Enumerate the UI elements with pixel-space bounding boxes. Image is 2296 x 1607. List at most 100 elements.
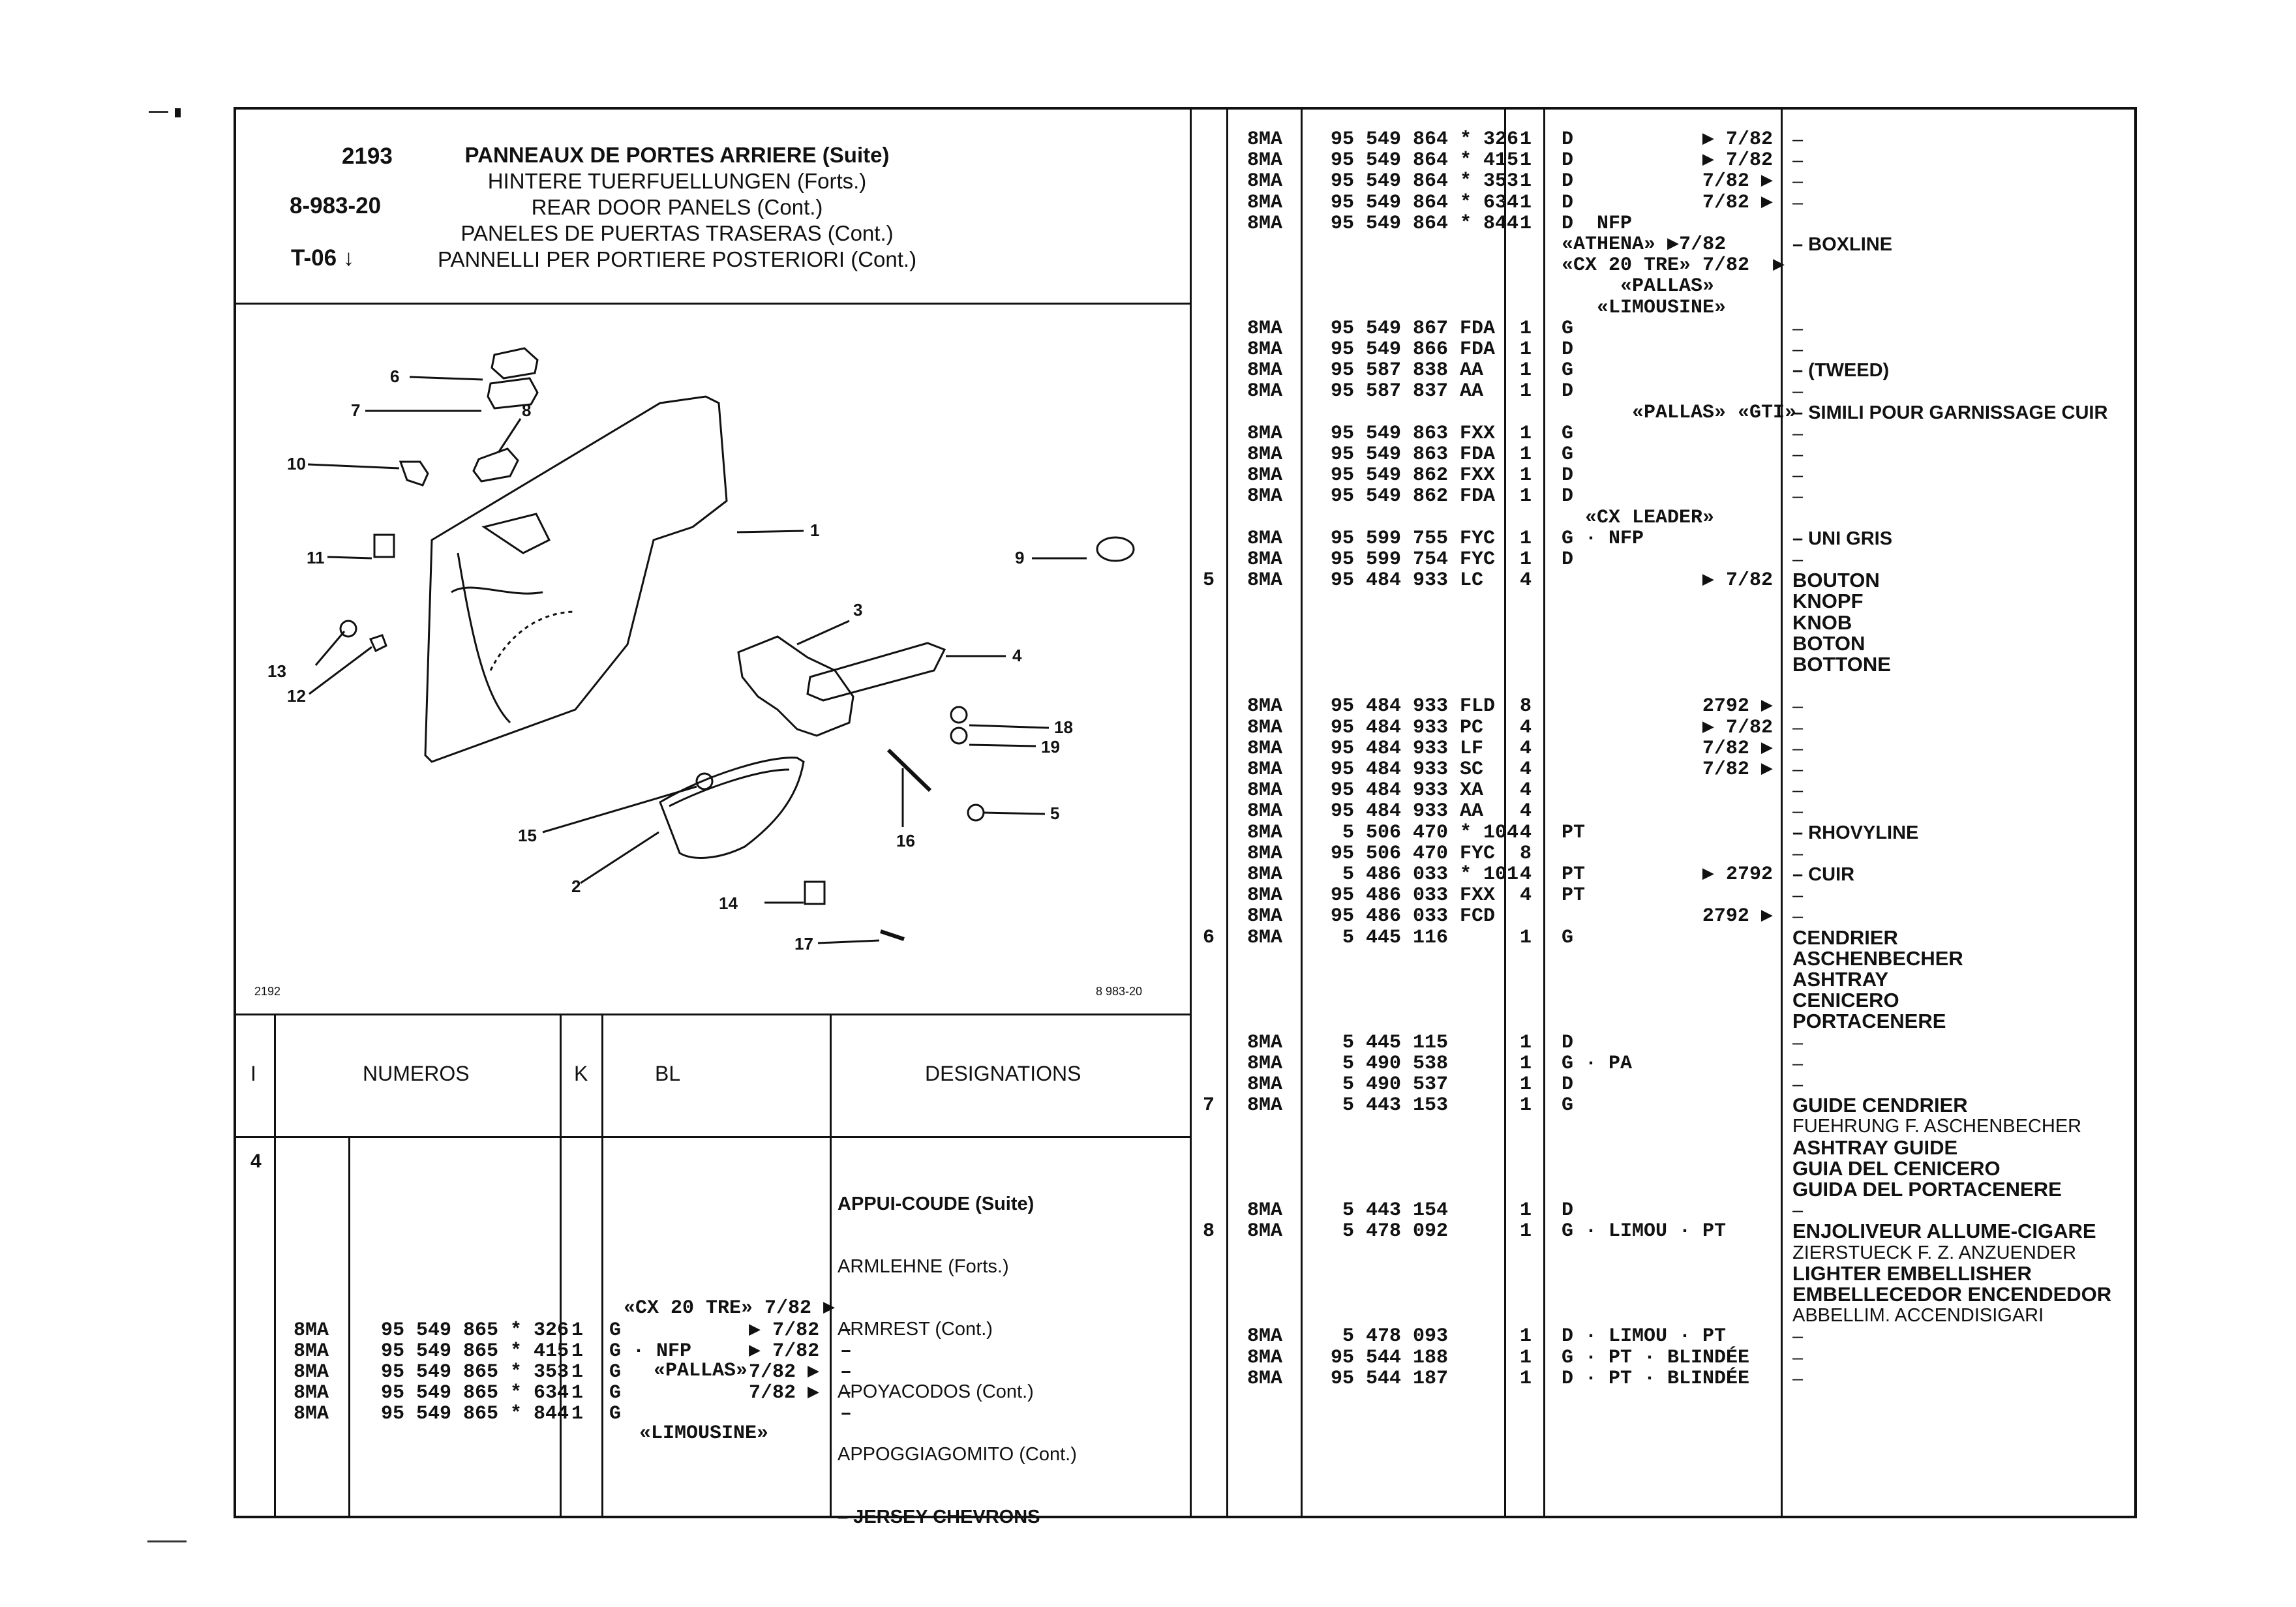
row-bl: G (1562, 443, 1574, 466)
row-bl: D · LIMOU · PT (1562, 1325, 1727, 1348)
row-number: 95 544 188 (1331, 1346, 1449, 1369)
row-date: ▶ 7/82 (1702, 569, 1773, 592)
bl-note: «CX 20 TRE» 7/82 ▶ (624, 1297, 836, 1319)
row-designation: FUEHRUNG F. ASCHENBECHER (1792, 1116, 2082, 1137)
part-3 (737, 635, 854, 737)
row-k: 4 (1520, 779, 1532, 802)
row-bl: D (1562, 380, 1574, 403)
row-k: 1 (1520, 317, 1532, 340)
row-designation: – (1792, 171, 1804, 192)
row-number: 95 549 864 * 844 (1331, 212, 1519, 235)
row-bl: G (1562, 317, 1574, 340)
row-number: 95 484 933 AA (1331, 800, 1484, 823)
part-8 (472, 447, 519, 483)
row-k: 1 (1520, 422, 1532, 445)
row-code: 8MA (1247, 842, 1283, 865)
row-code: 8MA (294, 1361, 329, 1383)
row-designation: – (1792, 549, 1804, 570)
row-k: 4 (1520, 716, 1532, 739)
row-number: 95 599 754 FYC (1331, 548, 1496, 571)
callout-19: 19 (1041, 737, 1060, 757)
callout-7: 7 (351, 400, 360, 420)
title-block: PANNEAUX DE PORTES ARRIERE (Suite) HINTE… (416, 142, 938, 273)
colhead-designations: DESIGNATIONS (925, 1062, 1081, 1085)
row-code: 8MA (1247, 128, 1283, 151)
row-designation: KNOPF (1792, 590, 1864, 613)
row-date: ▶ 7/82 (749, 1340, 820, 1362)
row-number: 5 490 538 (1331, 1052, 1449, 1075)
row-designation: – (1792, 192, 1804, 213)
row-designation: ABBELLIM. ACCENDISIGARI (1792, 1305, 2044, 1327)
row-number: 95 549 865 * 415 (381, 1340, 569, 1362)
row-designation: EMBELLECEDOR ENCENDEDOR (1792, 1283, 2112, 1306)
row-code: 8MA (294, 1382, 329, 1404)
row-k: 1 (1520, 548, 1532, 571)
row-code: 8MA (1247, 779, 1283, 802)
callout-2: 2 (571, 877, 581, 896)
part-5 (967, 804, 985, 822)
row-code: 8MA (1247, 212, 1283, 235)
row-designation: – (1792, 444, 1804, 465)
row-designation: ASHTRAY GUIDE (1792, 1135, 1958, 1159)
row-code: 8MA (1247, 800, 1283, 823)
divider-main (1190, 107, 1192, 1518)
row-code: 8MA (1247, 443, 1283, 466)
row-number: 95 549 864 * 353 (1331, 170, 1519, 193)
row-designation: – (840, 1403, 853, 1425)
row-designation: – (1792, 1032, 1804, 1053)
row-code: 8MA (1247, 864, 1283, 886)
row-bl: G (609, 1403, 622, 1425)
row-designation: GUIDE CENDRIER (1792, 1094, 1968, 1117)
row-number: 95 484 933 LC (1331, 569, 1484, 592)
row-bl: G (1562, 359, 1574, 382)
row-k: 1 (1520, 926, 1532, 949)
row-bl: PT (1562, 884, 1586, 907)
callout-10: 10 (287, 454, 306, 473)
callout-5: 5 (1050, 804, 1059, 823)
lp-col-num (348, 1136, 350, 1518)
row-number: 95 484 933 PC (1331, 716, 1484, 739)
row-number: 95 549 865 * 353 (381, 1361, 569, 1383)
callout-6: 6 (390, 367, 399, 386)
divider-number (1504, 107, 1506, 1518)
row-number: 95 549 862 FXX (1331, 464, 1496, 487)
row-designation: – (1792, 885, 1804, 907)
part-19 (950, 727, 968, 745)
row-k: 1 (1520, 212, 1532, 235)
exploded-parts-diagram: 1 2 3 4 5 6 7 8 9 10 11 12 13 14 15 16 1… (254, 347, 1142, 998)
row-index: 4 (250, 1150, 262, 1172)
row-k: 1 (571, 1340, 584, 1362)
row-date: ▶ 7/82 (1702, 716, 1773, 739)
row-bl: G (1562, 422, 1574, 445)
row-bl: «PALLAS» «GTI» (1562, 401, 1797, 424)
des-line: APPOGGIAGOMITO (Cont.) (838, 1444, 1077, 1465)
row-bl: D (1562, 464, 1574, 487)
row-number: 95 549 863 FDA (1331, 443, 1496, 466)
row-number: 5 445 116 (1331, 926, 1449, 949)
row-bl: D (1562, 128, 1574, 151)
row-number: 95 549 866 FDA (1331, 338, 1496, 361)
row-designation: – (TWEED) (1792, 360, 1890, 382)
row-designation: LIGHTER EMBELLISHER (1792, 1261, 2032, 1285)
row-designation: – (840, 1361, 853, 1383)
row-k: 4 (1520, 884, 1532, 907)
callout-1: 1 (810, 520, 819, 540)
row-code: 8MA (1247, 317, 1283, 340)
row-designation: ENJOLIVEUR ALLUME-CIGARE (1792, 1220, 2096, 1243)
corner-mark (149, 111, 168, 113)
row-code: 8MA (1247, 359, 1283, 382)
row-code: 8MA (1247, 1325, 1283, 1348)
row-number: 95 484 933 XA (1331, 779, 1484, 802)
row-code: 8MA (1247, 380, 1283, 403)
row-bl: «LIMOUSINE» (1562, 296, 1727, 319)
row-designation: – (1792, 1326, 1804, 1347)
part-17 (880, 929, 905, 941)
row-number: 95 544 187 (1331, 1367, 1449, 1390)
row-index: 5 (1203, 569, 1215, 592)
lp-bl-notes: «CX 20 TRE» 7/82 ▶ «PALLAS» «LIMOUSINE» (624, 1256, 835, 1465)
row-number: 5 443 154 (1331, 1199, 1449, 1222)
callout-8: 8 (522, 400, 531, 420)
row-bl: D NFP (1562, 212, 1633, 235)
row-designation: PORTACENERE (1792, 1010, 1946, 1033)
row-designation: – (1792, 465, 1804, 487)
